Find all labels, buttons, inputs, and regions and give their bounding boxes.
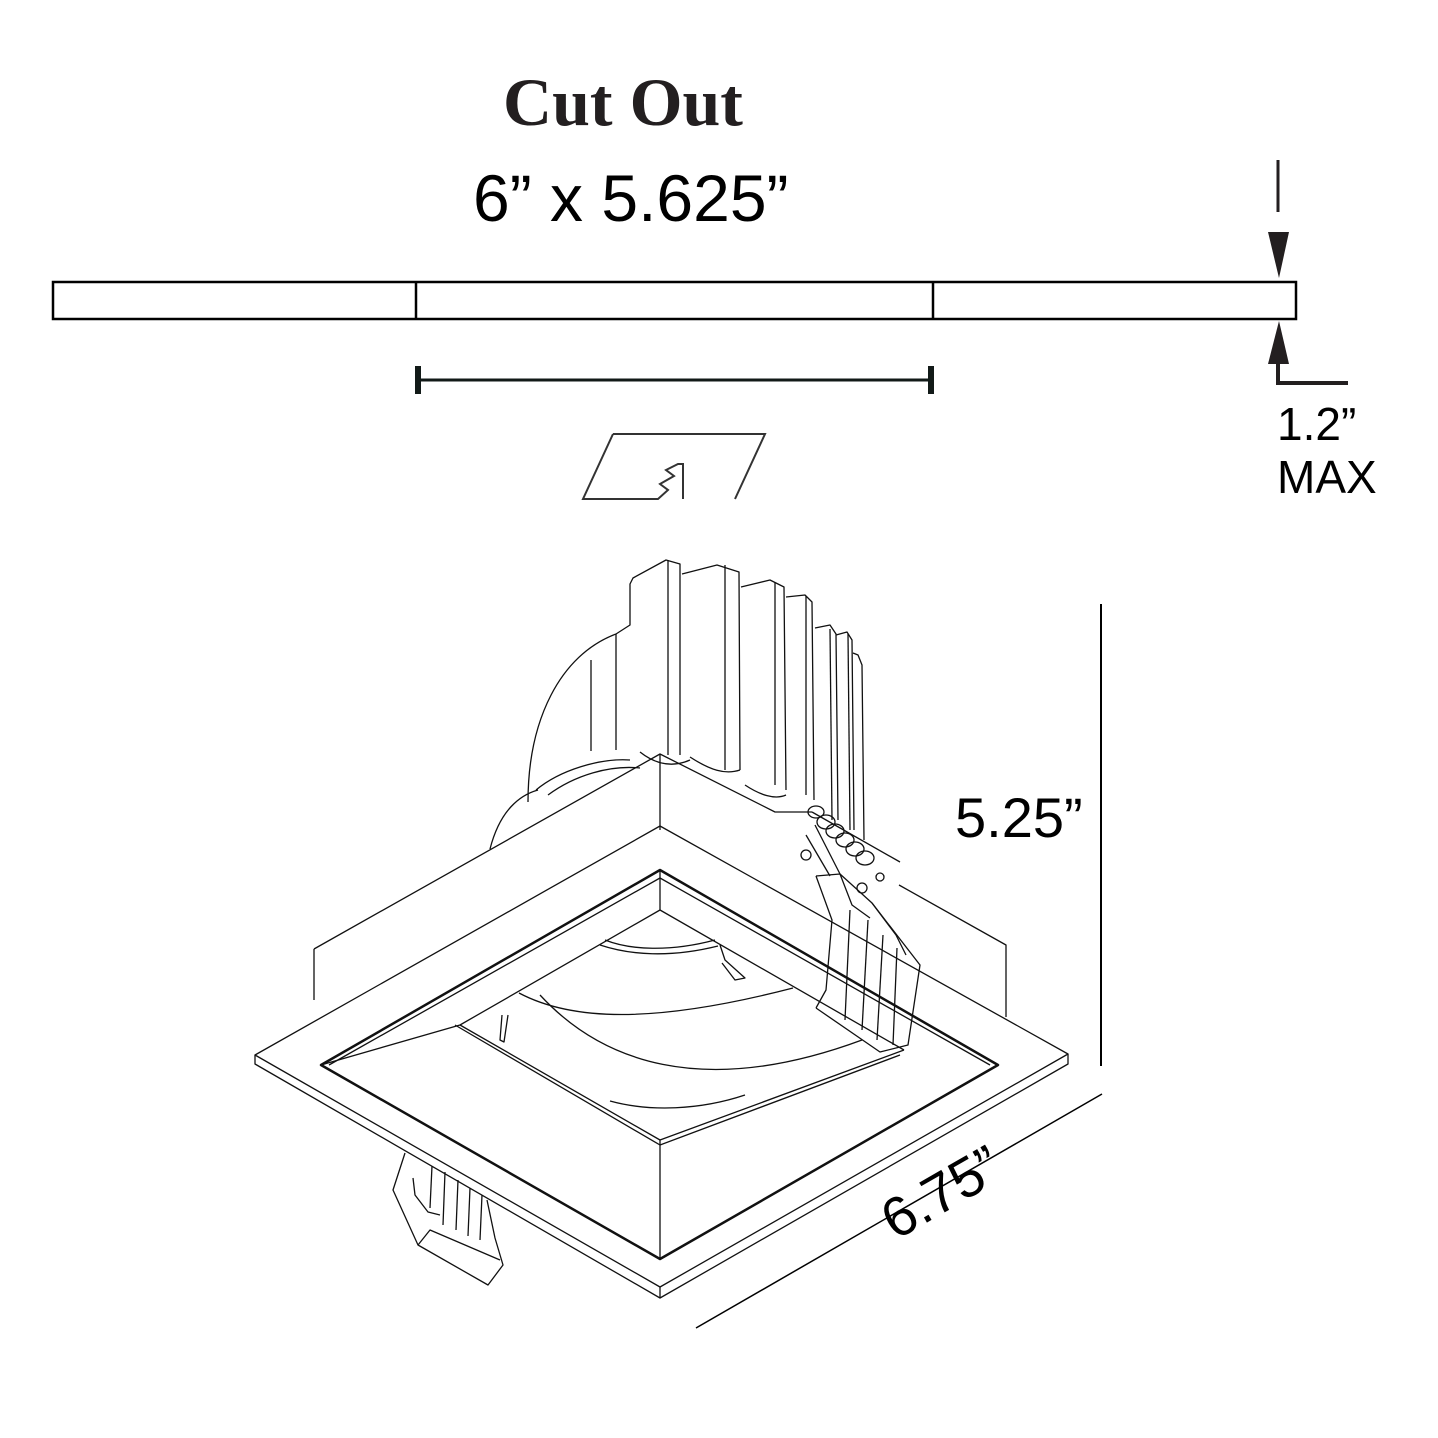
spring-clip-lower: [392, 1152, 504, 1286]
ceiling-thickness-max: MAX: [1277, 450, 1377, 503]
ceiling-section: [51, 280, 1298, 321]
ceiling-thickness-label: 1.2” MAX: [1277, 398, 1377, 504]
thickness-arrows-icon: [1268, 160, 1348, 385]
ceiling-break-symbol: [581, 433, 767, 500]
recessed-downlight-fixture: [254, 559, 1069, 1299]
width-dimension-line: [695, 1093, 1103, 1329]
cutout-title: Cut Out: [503, 64, 743, 140]
ceiling-thickness-value: 1.2”: [1277, 398, 1357, 450]
trim-aperture: [319, 868, 1000, 1261]
mounting-frame: [313, 753, 1007, 1017]
heat-sink: [489, 559, 865, 850]
square-trim-flange: [254, 825, 1069, 1299]
cutout-dimension-label: 6” x 5.625”: [473, 161, 789, 235]
torsion-spring-clip: [800, 805, 921, 1053]
cutout-dimension-line: [415, 366, 934, 394]
fixture-height-label: 5.25”: [955, 786, 1083, 849]
